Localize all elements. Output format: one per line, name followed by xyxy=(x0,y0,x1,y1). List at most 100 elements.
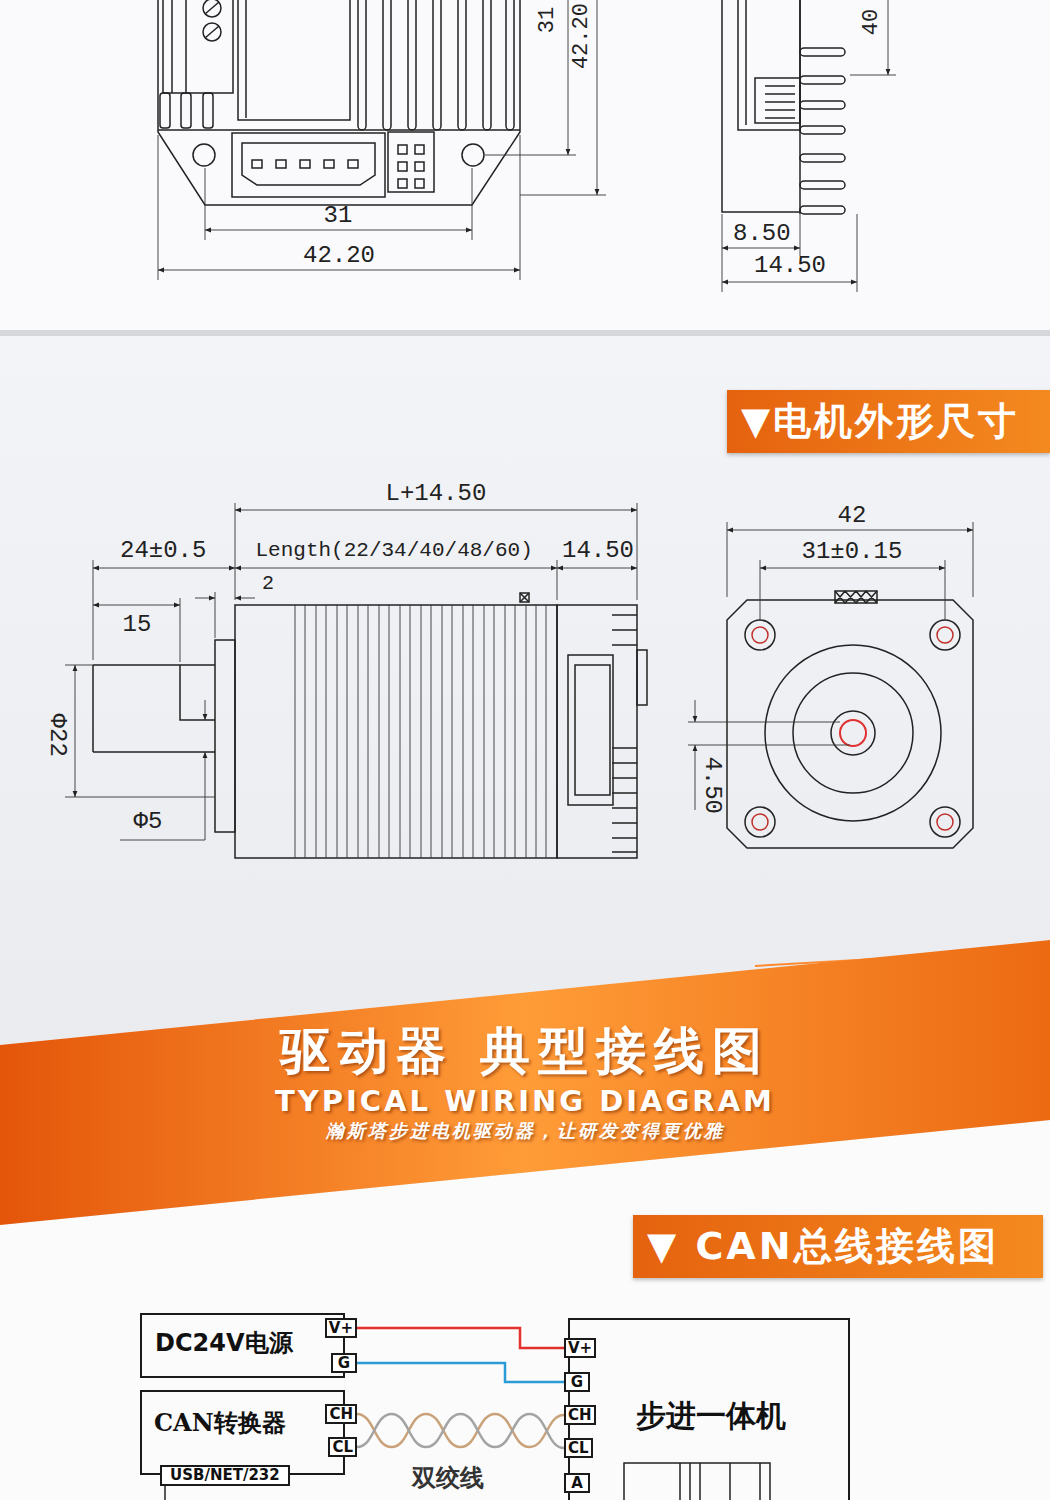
stepper-motor-sketch xyxy=(164,1486,166,1500)
driver-side-view xyxy=(722,0,800,212)
dimension-lines xyxy=(688,522,973,745)
pin-label: G xyxy=(564,1372,590,1392)
dimension-lines xyxy=(485,155,606,195)
driver-side-view xyxy=(745,0,747,125)
driver-front-view xyxy=(203,93,213,128)
page-ground xyxy=(0,330,1050,336)
driver-front-view xyxy=(398,179,407,188)
node-text: DC24V电源 xyxy=(155,1328,293,1358)
dimension-lines xyxy=(888,0,889,75)
dimension-label: 14.50 xyxy=(754,253,826,279)
driver-front-view xyxy=(458,0,466,130)
motor-side-view xyxy=(235,605,557,858)
dimension-lines xyxy=(722,248,800,249)
node-text: 步进一体机 xyxy=(636,1398,786,1434)
driver-front-view xyxy=(242,143,375,185)
dimension-lines xyxy=(235,510,637,511)
dimension-lines xyxy=(760,568,945,569)
driver-front-view xyxy=(506,0,514,130)
driver-front-view xyxy=(163,0,233,93)
dimension-lines xyxy=(568,0,569,155)
dimension-lines xyxy=(235,568,557,569)
motor-side-view xyxy=(568,655,613,805)
stepper-motor-sketch xyxy=(680,1463,760,1500)
driver-side-view xyxy=(800,126,845,134)
driver-front-view xyxy=(171,0,173,93)
node-text: CL xyxy=(568,1440,589,1456)
dimension-lines xyxy=(93,605,180,606)
driver-front-view xyxy=(185,0,187,93)
driver-front-view xyxy=(388,132,434,192)
node-text: V+ xyxy=(329,1320,353,1336)
wire xyxy=(357,1328,564,1348)
dimension-label: 8.50 xyxy=(733,221,791,247)
motor-front-view xyxy=(765,645,941,821)
motor-front-view xyxy=(937,814,953,830)
motor-front-view xyxy=(752,627,768,643)
motor-front-view xyxy=(835,591,877,603)
motor-front-view xyxy=(727,591,973,848)
motor-side-view xyxy=(612,615,637,852)
dimension-lines xyxy=(695,700,696,722)
dimension-label: Φ5 xyxy=(134,809,163,835)
dimension-lines xyxy=(688,522,973,810)
stepper-motor-sketch xyxy=(165,1463,770,1500)
driver-side-view xyxy=(800,181,845,189)
driver-side-view xyxy=(738,0,800,130)
motor-front-view xyxy=(840,720,866,746)
dimension-lines xyxy=(93,568,235,569)
dimension-lines xyxy=(195,598,215,599)
dimension-lines xyxy=(65,665,215,797)
wire xyxy=(357,1414,564,1448)
driver-front-view xyxy=(483,0,491,130)
driver-side-view xyxy=(722,0,845,214)
motor-side-view xyxy=(93,593,647,858)
motor-front-view xyxy=(831,711,875,755)
pin-label: A xyxy=(564,1473,590,1493)
dimension-label: 31 xyxy=(324,203,353,229)
motor-front-view xyxy=(745,620,775,650)
driver-side-view xyxy=(800,206,845,214)
driver-front-view xyxy=(300,160,310,168)
driver-front-view xyxy=(158,0,520,205)
dimension-lines xyxy=(722,0,896,292)
driver-front-view xyxy=(181,93,191,128)
dimension-lines xyxy=(235,598,255,599)
wire xyxy=(357,1414,564,1447)
driver-front-view xyxy=(205,26,219,38)
driver-side-view xyxy=(755,78,800,123)
dimension-label: Length(22/34/40/48/60) xyxy=(256,539,533,562)
driver-front-view xyxy=(398,162,407,171)
driver-front-view xyxy=(383,0,391,130)
pin-label: CH xyxy=(564,1405,596,1425)
dimension-label: 24±0.5 xyxy=(120,538,206,564)
dimension-label: 2 xyxy=(262,573,274,595)
driver-front-view xyxy=(193,144,215,166)
node-text: USB/NET/232 xyxy=(170,1467,280,1484)
motor-front-view xyxy=(793,673,913,793)
dimension-lines xyxy=(65,503,637,840)
section-tab: ▼ CAN总线接线图 xyxy=(633,1215,1043,1278)
driver-side-view xyxy=(800,154,845,162)
dimension-label: 40 xyxy=(860,9,884,35)
pin-label: CH xyxy=(325,1404,357,1424)
node-text: V+ xyxy=(568,1340,592,1356)
dimension-lines xyxy=(722,75,896,292)
node-text: G xyxy=(568,1374,586,1390)
driver-front-view xyxy=(415,162,424,171)
driver-side-view xyxy=(800,76,845,84)
driver-front-view xyxy=(408,0,416,130)
motor-fins xyxy=(295,605,546,858)
motor-side-view xyxy=(215,640,235,832)
dimension-lines xyxy=(158,0,606,280)
driver-front-view xyxy=(160,93,170,128)
driver-side-view xyxy=(765,86,795,118)
driver-front-view xyxy=(358,0,366,130)
node-text: CH xyxy=(329,1406,353,1422)
pin-label: G xyxy=(331,1353,357,1373)
driver-front-view xyxy=(276,160,286,168)
dimension-label: 31 xyxy=(536,7,560,33)
node-text: ▼电机外形尺寸 xyxy=(727,390,1019,453)
motor-side-view xyxy=(520,593,529,602)
motor-front-view xyxy=(745,807,775,837)
